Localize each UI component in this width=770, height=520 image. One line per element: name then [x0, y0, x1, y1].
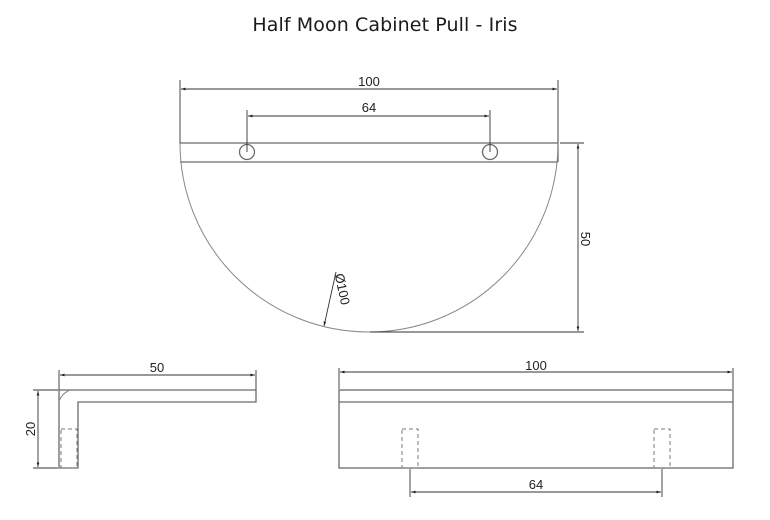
- side-view: 50 20: [23, 360, 257, 469]
- top-depth-label: 50: [578, 232, 593, 246]
- side-depth-label: 50: [150, 360, 164, 375]
- front-view: 100 64: [338, 358, 734, 497]
- top-diameter-label: Ø100: [332, 272, 353, 306]
- side-height-label: 20: [23, 422, 38, 436]
- drawing-title: Half Moon Cabinet Pull - Iris: [252, 14, 518, 36]
- half-moon-outline: [179, 142, 559, 333]
- front-hole-spacing-label: 64: [529, 477, 543, 492]
- top-hole-spacing-label: 64: [362, 100, 376, 115]
- front-width-label: 100: [525, 358, 547, 373]
- top-width-label: 100: [358, 74, 380, 89]
- top-view: 100 64 50 Ø100: [179, 74, 593, 333]
